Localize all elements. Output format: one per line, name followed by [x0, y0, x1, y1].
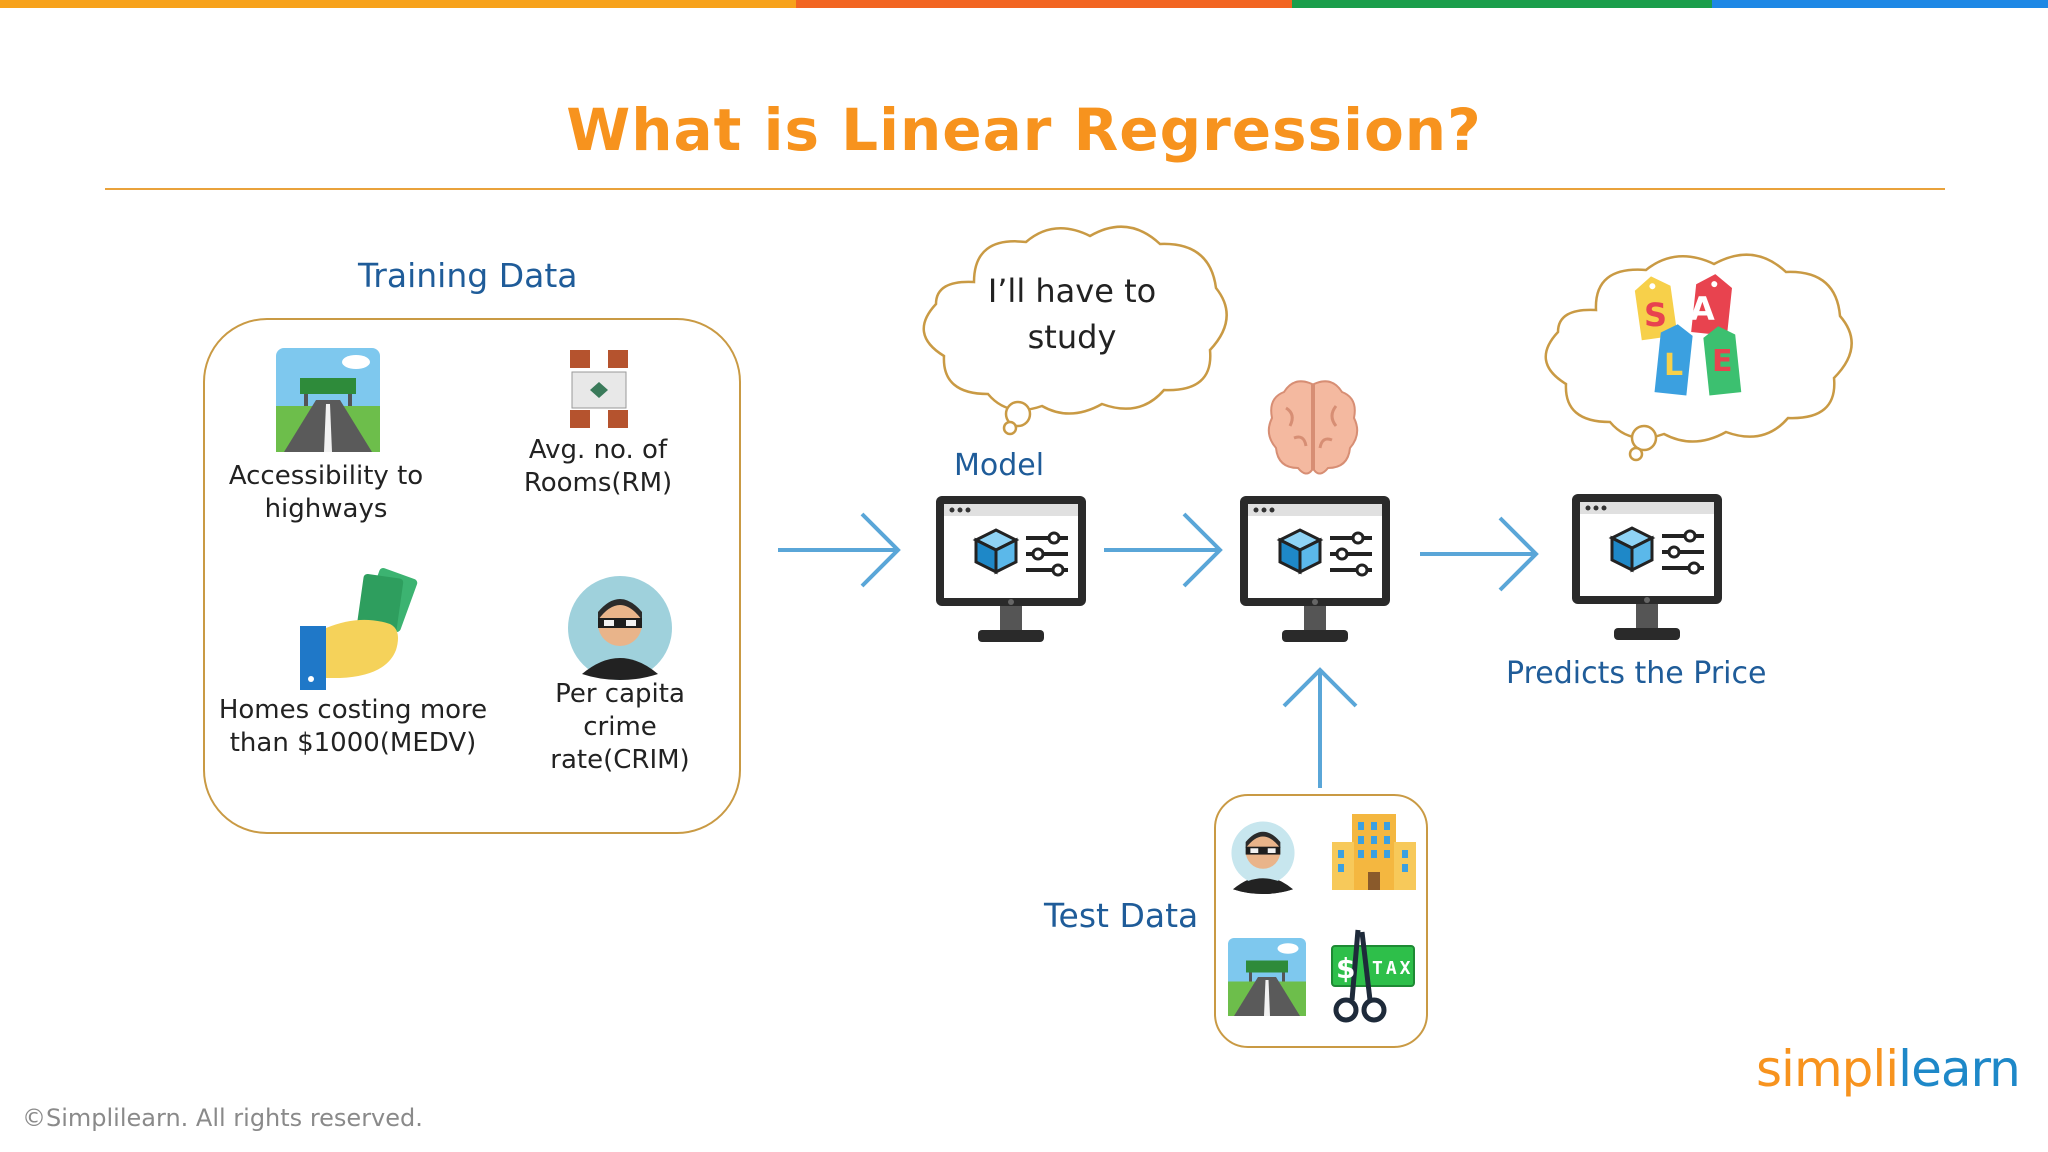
simplilearn-logo: simplilearn	[1756, 1040, 2021, 1098]
thought-line: study	[1027, 318, 1117, 356]
money-hand-icon	[300, 567, 418, 690]
tax-text: TAX	[1372, 958, 1414, 979]
top-bar-segment-red	[796, 0, 1292, 8]
test-data-heading: Test Data	[1044, 896, 1199, 935]
brain-icon	[1267, 380, 1359, 475]
thought-text-study: I’ll have to study	[942, 268, 1202, 360]
arrow-right-1	[778, 512, 901, 588]
sale-letter-s: S	[1644, 296, 1668, 334]
sale-letter-a: A	[1690, 290, 1715, 328]
title-underline	[105, 188, 1945, 190]
arrow-up	[1282, 667, 1358, 788]
label-line: Accessibility to	[228, 461, 424, 491]
thought-line: I’ll have to	[987, 272, 1157, 310]
thief-icon	[568, 576, 672, 680]
label-line: Avg. no. of	[528, 435, 668, 465]
training-item-label-highways: Accessibility to highways	[206, 460, 446, 526]
label-line: highways	[264, 494, 388, 524]
trained-model-computer-icon	[1240, 496, 1390, 642]
test-data-box	[1214, 794, 1428, 1048]
label-line: Homes costing more	[218, 695, 488, 725]
thought-cloud-study	[922, 225, 1228, 436]
tax-dollar-symbol: $	[1336, 952, 1356, 985]
training-item-label-rooms: Avg. no. of Rooms(RM)	[484, 434, 712, 500]
page-title: What is Linear Regression?	[566, 96, 1482, 164]
copyright-notice: ©Simplilearn. All rights reserved.	[22, 1104, 423, 1132]
top-bar-segment-green	[1292, 0, 1712, 8]
logo-part-simpli: simpli	[1756, 1040, 1899, 1098]
building-icon	[1332, 814, 1416, 890]
top-bar-segment-orange	[0, 0, 796, 8]
label-line: crime	[583, 712, 657, 742]
logo-part-learn: learn	[1898, 1040, 2021, 1098]
training-data-heading: Training Data	[358, 256, 578, 295]
rooms-icon	[570, 350, 628, 428]
label-line: than $1000(MEDV)	[229, 728, 477, 758]
predicts-price-label: Predicts the Price	[1506, 656, 1767, 691]
prediction-computer-icon	[1572, 494, 1722, 640]
training-item-label-medv: Homes costing more than $1000(MEDV)	[208, 694, 498, 760]
thought-cloud-sale	[1544, 253, 1853, 462]
sale-tag-icon	[1634, 274, 1742, 396]
top-color-bar	[0, 0, 2048, 8]
arrow-right-3	[1420, 516, 1539, 592]
test-highway-icon	[1228, 938, 1306, 1016]
highway-icon	[276, 348, 380, 452]
label-line: Per capita	[555, 679, 685, 709]
sale-letter-l: L	[1664, 348, 1684, 383]
label-line: Rooms(RM)	[523, 468, 673, 498]
model-computer-icon	[936, 496, 1086, 642]
model-label: Model	[954, 448, 1045, 483]
top-bar-segment-blue	[1712, 0, 2048, 8]
training-item-label-crim: Per capita crime rate(CRIM)	[510, 678, 730, 777]
arrow-right-2	[1104, 512, 1223, 588]
training-data-box	[203, 318, 741, 834]
sale-letter-e: E	[1712, 344, 1733, 379]
tax-scissors-icon	[1331, 929, 1415, 1023]
test-thief-icon	[1231, 821, 1295, 894]
label-line: rate(CRIM)	[550, 745, 690, 775]
